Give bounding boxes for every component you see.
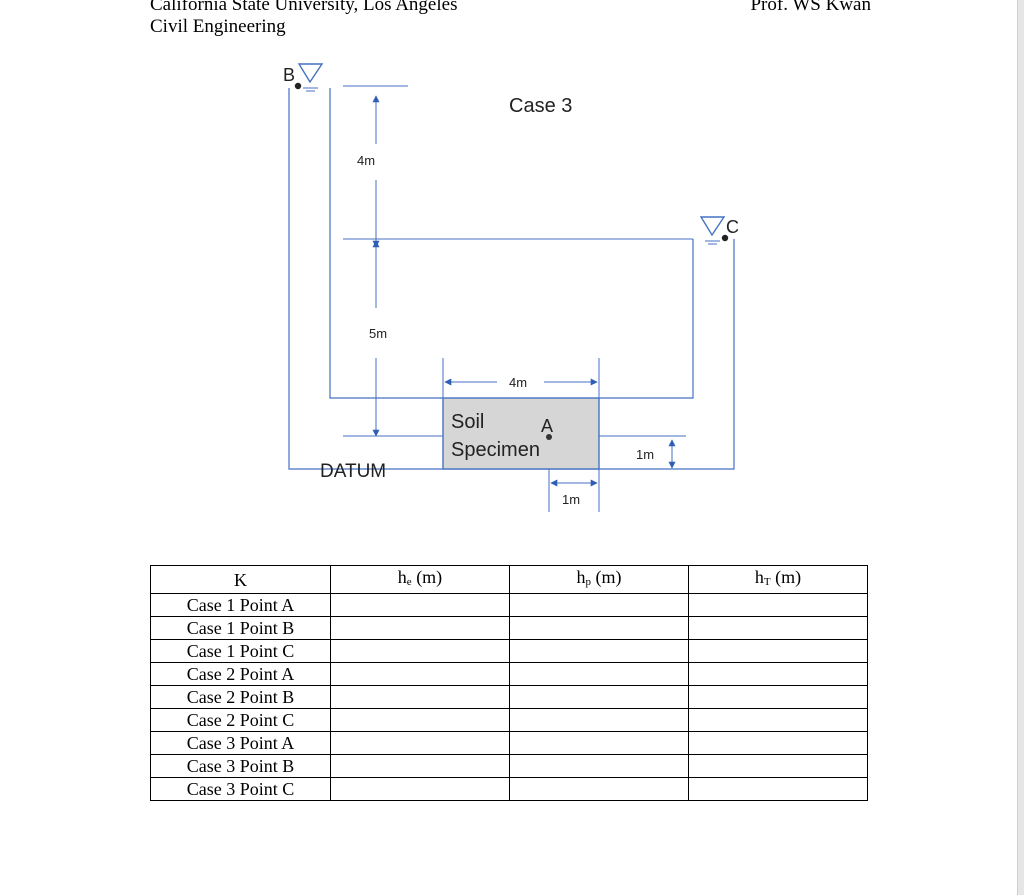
table-row: Case 1 Point A [150, 593, 868, 617]
point-b-label: B [283, 65, 295, 85]
elevation-head-cell[interactable] [330, 777, 510, 801]
row-label: Case 3 Point C [150, 777, 331, 801]
total-head-cell[interactable] [688, 731, 868, 755]
row-label: Case 2 Point C [150, 708, 331, 732]
row-label: Case 3 Point A [150, 731, 331, 755]
page-edge [1017, 0, 1024, 895]
point-a-marker [546, 434, 552, 440]
bottom-offset-label: 1m [562, 492, 580, 507]
table-row: Case 3 Point A [150, 731, 868, 755]
column-header-elevation-head: he (m) [330, 565, 510, 594]
tube-inner-wall-right [599, 239, 694, 399]
elevation-head-cell[interactable] [330, 616, 510, 640]
total-head-cell[interactable] [688, 662, 868, 686]
elevation-head-cell[interactable] [330, 731, 510, 755]
document-header-professor: Prof. WS Kwan [750, 0, 871, 15]
total-head-cell[interactable] [688, 685, 868, 709]
total-head-cell[interactable] [688, 708, 868, 732]
table-row: Case 2 Point A [150, 662, 868, 686]
row-label: Case 3 Point B [150, 754, 331, 778]
pressure-head-cell[interactable] [509, 777, 689, 801]
table-row: Case 1 Point B [150, 616, 868, 640]
table-row: Case 2 Point B [150, 685, 868, 709]
column-header-total-head: hT (m) [688, 565, 868, 594]
pressure-head-cell[interactable] [509, 639, 689, 663]
soil-specimen-box [442, 397, 600, 470]
specimen-width-label: 4m [509, 375, 527, 390]
table-row: Case 2 Point C [150, 708, 868, 732]
table-row: Case 3 Point B [150, 754, 868, 778]
row-label: Case 1 Point B [150, 616, 331, 640]
column-header-pressure-head: hp (m) [509, 565, 689, 594]
pressure-head-cell[interactable] [509, 708, 689, 732]
row-label: Case 2 Point A [150, 662, 331, 686]
table-row: Case 3 Point C [150, 777, 868, 801]
elevation-head-cell[interactable] [330, 685, 510, 709]
pressure-head-cell[interactable] [509, 616, 689, 640]
total-head-cell[interactable] [688, 593, 868, 617]
dimension-label-upper: 4m [357, 153, 375, 168]
elevation-head-cell[interactable] [330, 639, 510, 663]
elevation-head-cell[interactable] [330, 754, 510, 778]
pressure-head-cell[interactable] [509, 662, 689, 686]
table-header-row: K he (m) hp (m) hT (m) [150, 565, 868, 594]
soil-label-line1: Soil [451, 411, 484, 433]
total-head-cell[interactable] [688, 639, 868, 663]
tube-inner-wall-left [329, 88, 443, 399]
pressure-head-cell[interactable] [509, 685, 689, 709]
right-height-label: 1m [636, 447, 654, 462]
permeameter-diagram: Case 3 B C A 4m 5m 4m 1m 1m Soil Specime… [283, 63, 739, 512]
total-head-cell[interactable] [688, 616, 868, 640]
elevation-head-cell[interactable] [330, 593, 510, 617]
row-label: Case 1 Point C [150, 639, 331, 663]
point-c-label: C [726, 217, 739, 237]
column-header-k: K [150, 565, 331, 594]
pressure-head-cell[interactable] [509, 731, 689, 755]
water-level-c-symbol [699, 216, 729, 245]
table-row: Case 1 Point C [150, 639, 868, 663]
datum-label: DATUM [320, 461, 386, 482]
document-header-university: California State University, Los Angeles [150, 0, 458, 15]
pressure-head-cell[interactable] [509, 593, 689, 617]
point-a-label: A [541, 416, 553, 436]
water-level-b-symbol [294, 63, 324, 92]
total-head-cell[interactable] [688, 754, 868, 778]
total-head-cell[interactable] [688, 777, 868, 801]
pressure-head-cell[interactable] [509, 754, 689, 778]
row-label: Case 1 Point A [150, 593, 331, 617]
elevation-head-cell[interactable] [330, 662, 510, 686]
diagram-title: Case 3 [509, 95, 572, 117]
document-header-department: Civil Engineering [150, 16, 286, 37]
dimension-label-lower: 5m [369, 326, 387, 341]
row-label: Case 2 Point B [150, 685, 331, 709]
elevation-head-cell[interactable] [330, 708, 510, 732]
soil-label-line2: Specimen [451, 439, 540, 461]
